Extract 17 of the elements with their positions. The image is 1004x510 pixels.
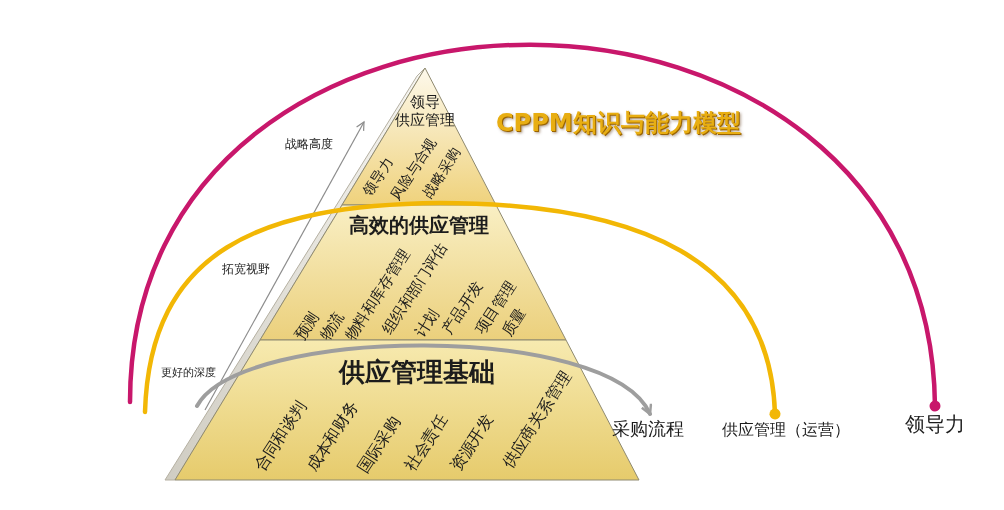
- topic-label: 供应商关系管理: [499, 368, 575, 472]
- topic-label: 资源开发: [447, 411, 497, 475]
- topic-label: 国际采购: [354, 413, 404, 477]
- curved-line: [127, 42, 941, 412]
- outcome-label: 领导力: [905, 412, 965, 436]
- outcome-label: 供应管理（运营）: [722, 420, 850, 440]
- topic-label: 计划: [412, 306, 442, 340]
- topic-label: 合同和谈判: [251, 398, 309, 475]
- direction-label: 更好的深度: [161, 366, 216, 380]
- tier-heading: 领导供应管理: [394, 93, 456, 129]
- tier-heading: 高效的供应管理: [349, 213, 489, 237]
- curved-arrow: [195, 343, 652, 416]
- tier-heading: 供应管理基础: [339, 357, 495, 387]
- curved-line: [142, 200, 781, 420]
- outcome-label: 采购流程: [612, 418, 684, 440]
- diagram-title: CPPM知识与能力模型: [496, 108, 741, 138]
- direction-label: 拓宽视野: [222, 262, 270, 277]
